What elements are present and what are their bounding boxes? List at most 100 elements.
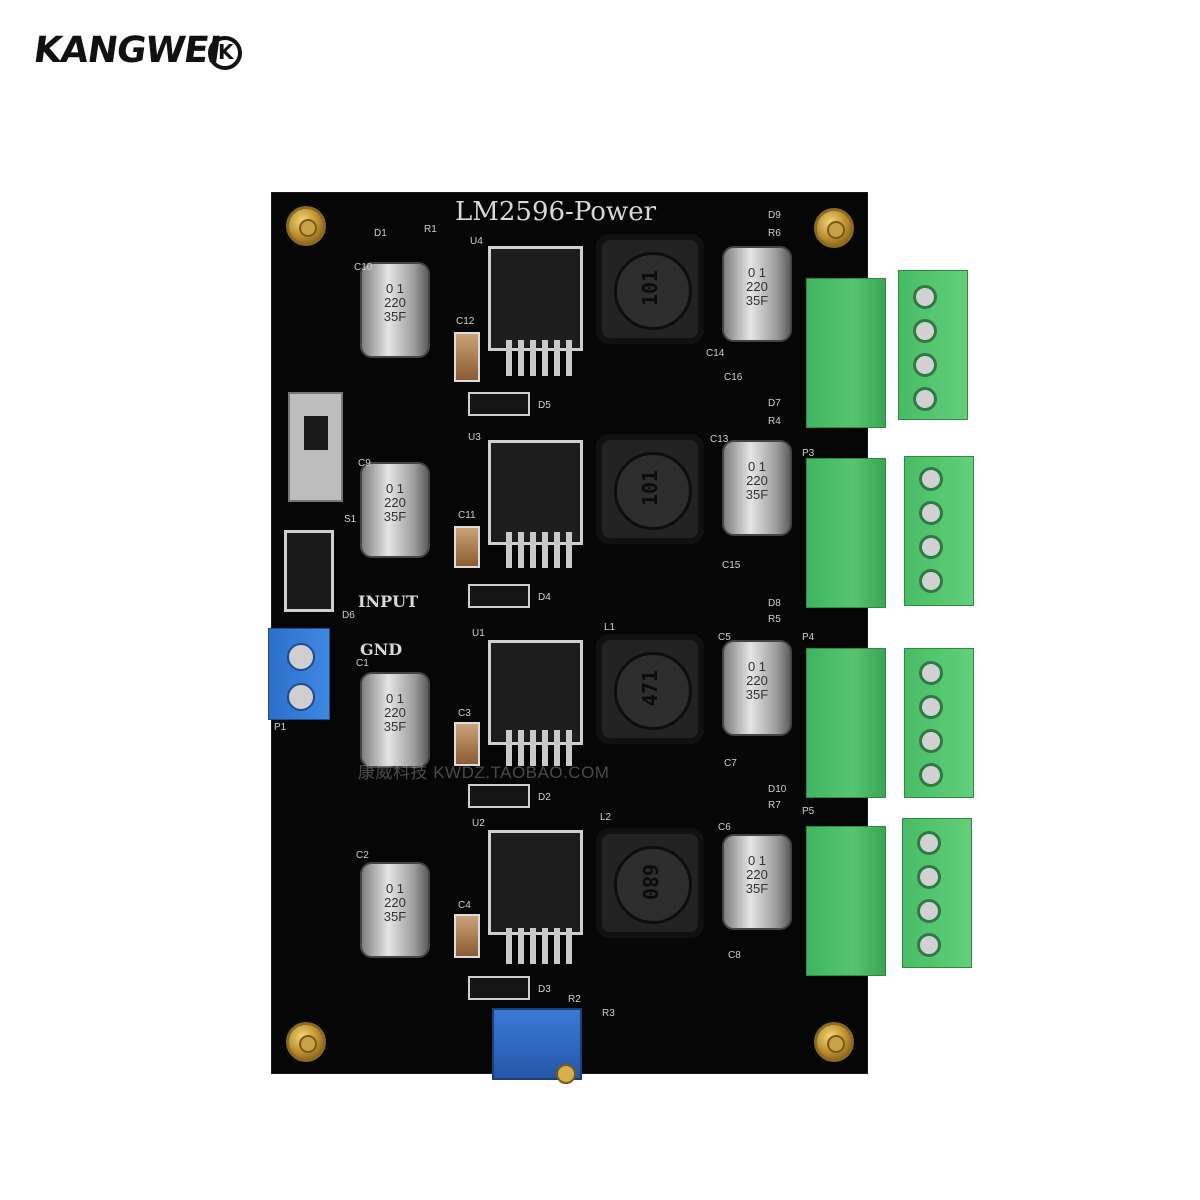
- ref-d2: D2: [538, 792, 551, 803]
- ref-r1: R1: [424, 224, 437, 235]
- cap-marking: 0 1 220 35F: [383, 691, 407, 734]
- capacitor-c9: 0 1 220 35F: [360, 462, 430, 558]
- cap-ref-c14: C14: [706, 348, 725, 359]
- capacitor-c14: 0 1 220 35F: [722, 246, 792, 342]
- regulator-u1-pins: [506, 730, 572, 766]
- output-terminal-p5-plug[interactable]: [806, 826, 886, 976]
- board-title: LM2596-Power: [455, 197, 657, 227]
- cap-marking: 0 1 220 35F: [383, 881, 407, 924]
- ref-d1: D1: [374, 228, 387, 239]
- output-terminal-p4-socket[interactable]: [904, 648, 974, 798]
- ref-d5: D5: [538, 400, 551, 411]
- regulator-ref-u1: U1: [472, 628, 485, 639]
- brand-logo-text: KANGWEI: [31, 30, 224, 71]
- watermark-text: 康威科技 KWDZ.TAOBAO.COM: [358, 763, 610, 782]
- smd-capacitor-c12: [454, 332, 480, 382]
- ref-c8: C8: [728, 950, 741, 961]
- ref-r6: R6: [768, 228, 781, 239]
- regulator-u3-pins: [506, 532, 572, 568]
- capacitor-c6: 0 1 220 35F: [722, 834, 792, 930]
- ref-r4: R4: [768, 416, 781, 427]
- regulator-ref-u3: U3: [468, 432, 481, 443]
- regulator-u2-pins: [506, 928, 572, 964]
- diode-d4: [468, 584, 530, 608]
- smd-capacitor-c4: [454, 914, 480, 958]
- inductor-l1: 471: [596, 634, 704, 744]
- cap-ref-c2: C2: [356, 850, 369, 861]
- mounting-screw-top-left: [286, 206, 326, 246]
- cap-marking: 0 1 220 35F: [745, 459, 769, 502]
- regulator-u4-pins: [506, 340, 572, 376]
- terminal-ref-p3: P3: [802, 448, 815, 459]
- cap-ref-c13: C13: [710, 434, 729, 445]
- capacitor-c1: 0 1 220 35F: [360, 672, 430, 768]
- power-switch[interactable]: [288, 392, 343, 502]
- mounting-screw-bottom-left: [286, 1022, 326, 1062]
- ref-c15: C15: [722, 560, 741, 571]
- ref-c16: C16: [724, 372, 743, 383]
- output-terminal-p3-plug[interactable]: [806, 458, 886, 608]
- ref-c11: C11: [458, 510, 476, 521]
- ref-d10: D10: [768, 784, 787, 795]
- ref-d7: D7: [768, 398, 781, 409]
- trim-potentiometer-r2[interactable]: [492, 1008, 582, 1084]
- cap-ref-c10: C10: [354, 262, 373, 273]
- regulator-u3: [488, 440, 583, 545]
- gnd-label: GND: [360, 640, 403, 659]
- cap-marking: 0 1 220 35F: [745, 265, 769, 308]
- capacitor-c5: 0 1 220 35F: [722, 640, 792, 736]
- capacitor-c2: 0 1 220 35F: [360, 862, 430, 958]
- smd-capacitor-c11: [454, 526, 480, 568]
- diode-d2: [468, 784, 530, 808]
- regulator-ref-u2: U2: [472, 818, 485, 829]
- input-terminal-block[interactable]: [268, 628, 330, 720]
- inductor-marking: 471: [638, 669, 662, 707]
- diode-ref-d6: D6: [342, 610, 355, 621]
- inductor-l3: 101: [596, 434, 704, 544]
- inductor-ref-l1: L1: [604, 622, 616, 633]
- regulator-u4: [488, 246, 583, 351]
- ref-r5: R5: [768, 614, 781, 625]
- ref-r2: R2: [568, 994, 581, 1005]
- terminal-ref-p5: P5: [802, 806, 815, 817]
- cap-marking: 0 1 220 35F: [745, 659, 769, 702]
- ref-c7: C7: [724, 758, 737, 769]
- brand-logo-mark: K: [208, 36, 242, 70]
- output-terminal-p2-plug[interactable]: [806, 278, 886, 428]
- diode-d5: [468, 392, 530, 416]
- ref-d4: D4: [538, 592, 551, 603]
- cap-ref-c9: C9: [358, 458, 371, 469]
- diode-d3: [468, 976, 530, 1000]
- output-terminal-p4-plug[interactable]: [806, 648, 886, 798]
- inductor-marking: 101: [638, 469, 662, 507]
- mounting-screw-bottom-right: [814, 1022, 854, 1062]
- ref-r7: R7: [768, 800, 781, 811]
- switch-ref-label: S1: [344, 514, 357, 525]
- mounting-screw-top-right: [814, 208, 854, 248]
- inductor-marking: 680: [638, 863, 662, 901]
- terminal-ref-p4: P4: [802, 632, 815, 643]
- brand-mark-letter: K: [218, 40, 234, 64]
- inductor-ref-l2: L2: [600, 812, 612, 823]
- cap-marking: 0 1 220 35F: [745, 853, 769, 896]
- output-terminal-p5-socket[interactable]: [902, 818, 972, 968]
- cap-ref-c6: C6: [718, 822, 731, 833]
- ref-c3: C3: [458, 708, 471, 719]
- regulator-ref-u4: U4: [470, 236, 483, 247]
- output-terminal-p3-socket[interactable]: [904, 456, 974, 606]
- smd-capacitor-c3: [454, 722, 480, 766]
- regulator-u2: [488, 830, 583, 935]
- inductor-marking: 101: [638, 269, 662, 307]
- terminal-ref-p1: P1: [274, 722, 287, 733]
- ref-r3: R3: [602, 1008, 615, 1019]
- cap-ref-c1: C1: [356, 658, 369, 669]
- ref-c12: C12: [456, 316, 475, 327]
- ref-d8: D8: [768, 598, 781, 609]
- input-label: INPUT: [358, 592, 418, 611]
- capacitor-c13: 0 1 220 35F: [722, 440, 792, 536]
- ref-c4: C4: [458, 900, 471, 911]
- cap-marking: 0 1 220 35F: [383, 481, 407, 524]
- ref-d3: D3: [538, 984, 551, 995]
- output-terminal-p2-socket[interactable]: [898, 270, 968, 420]
- inductor-l2: 680: [596, 828, 704, 938]
